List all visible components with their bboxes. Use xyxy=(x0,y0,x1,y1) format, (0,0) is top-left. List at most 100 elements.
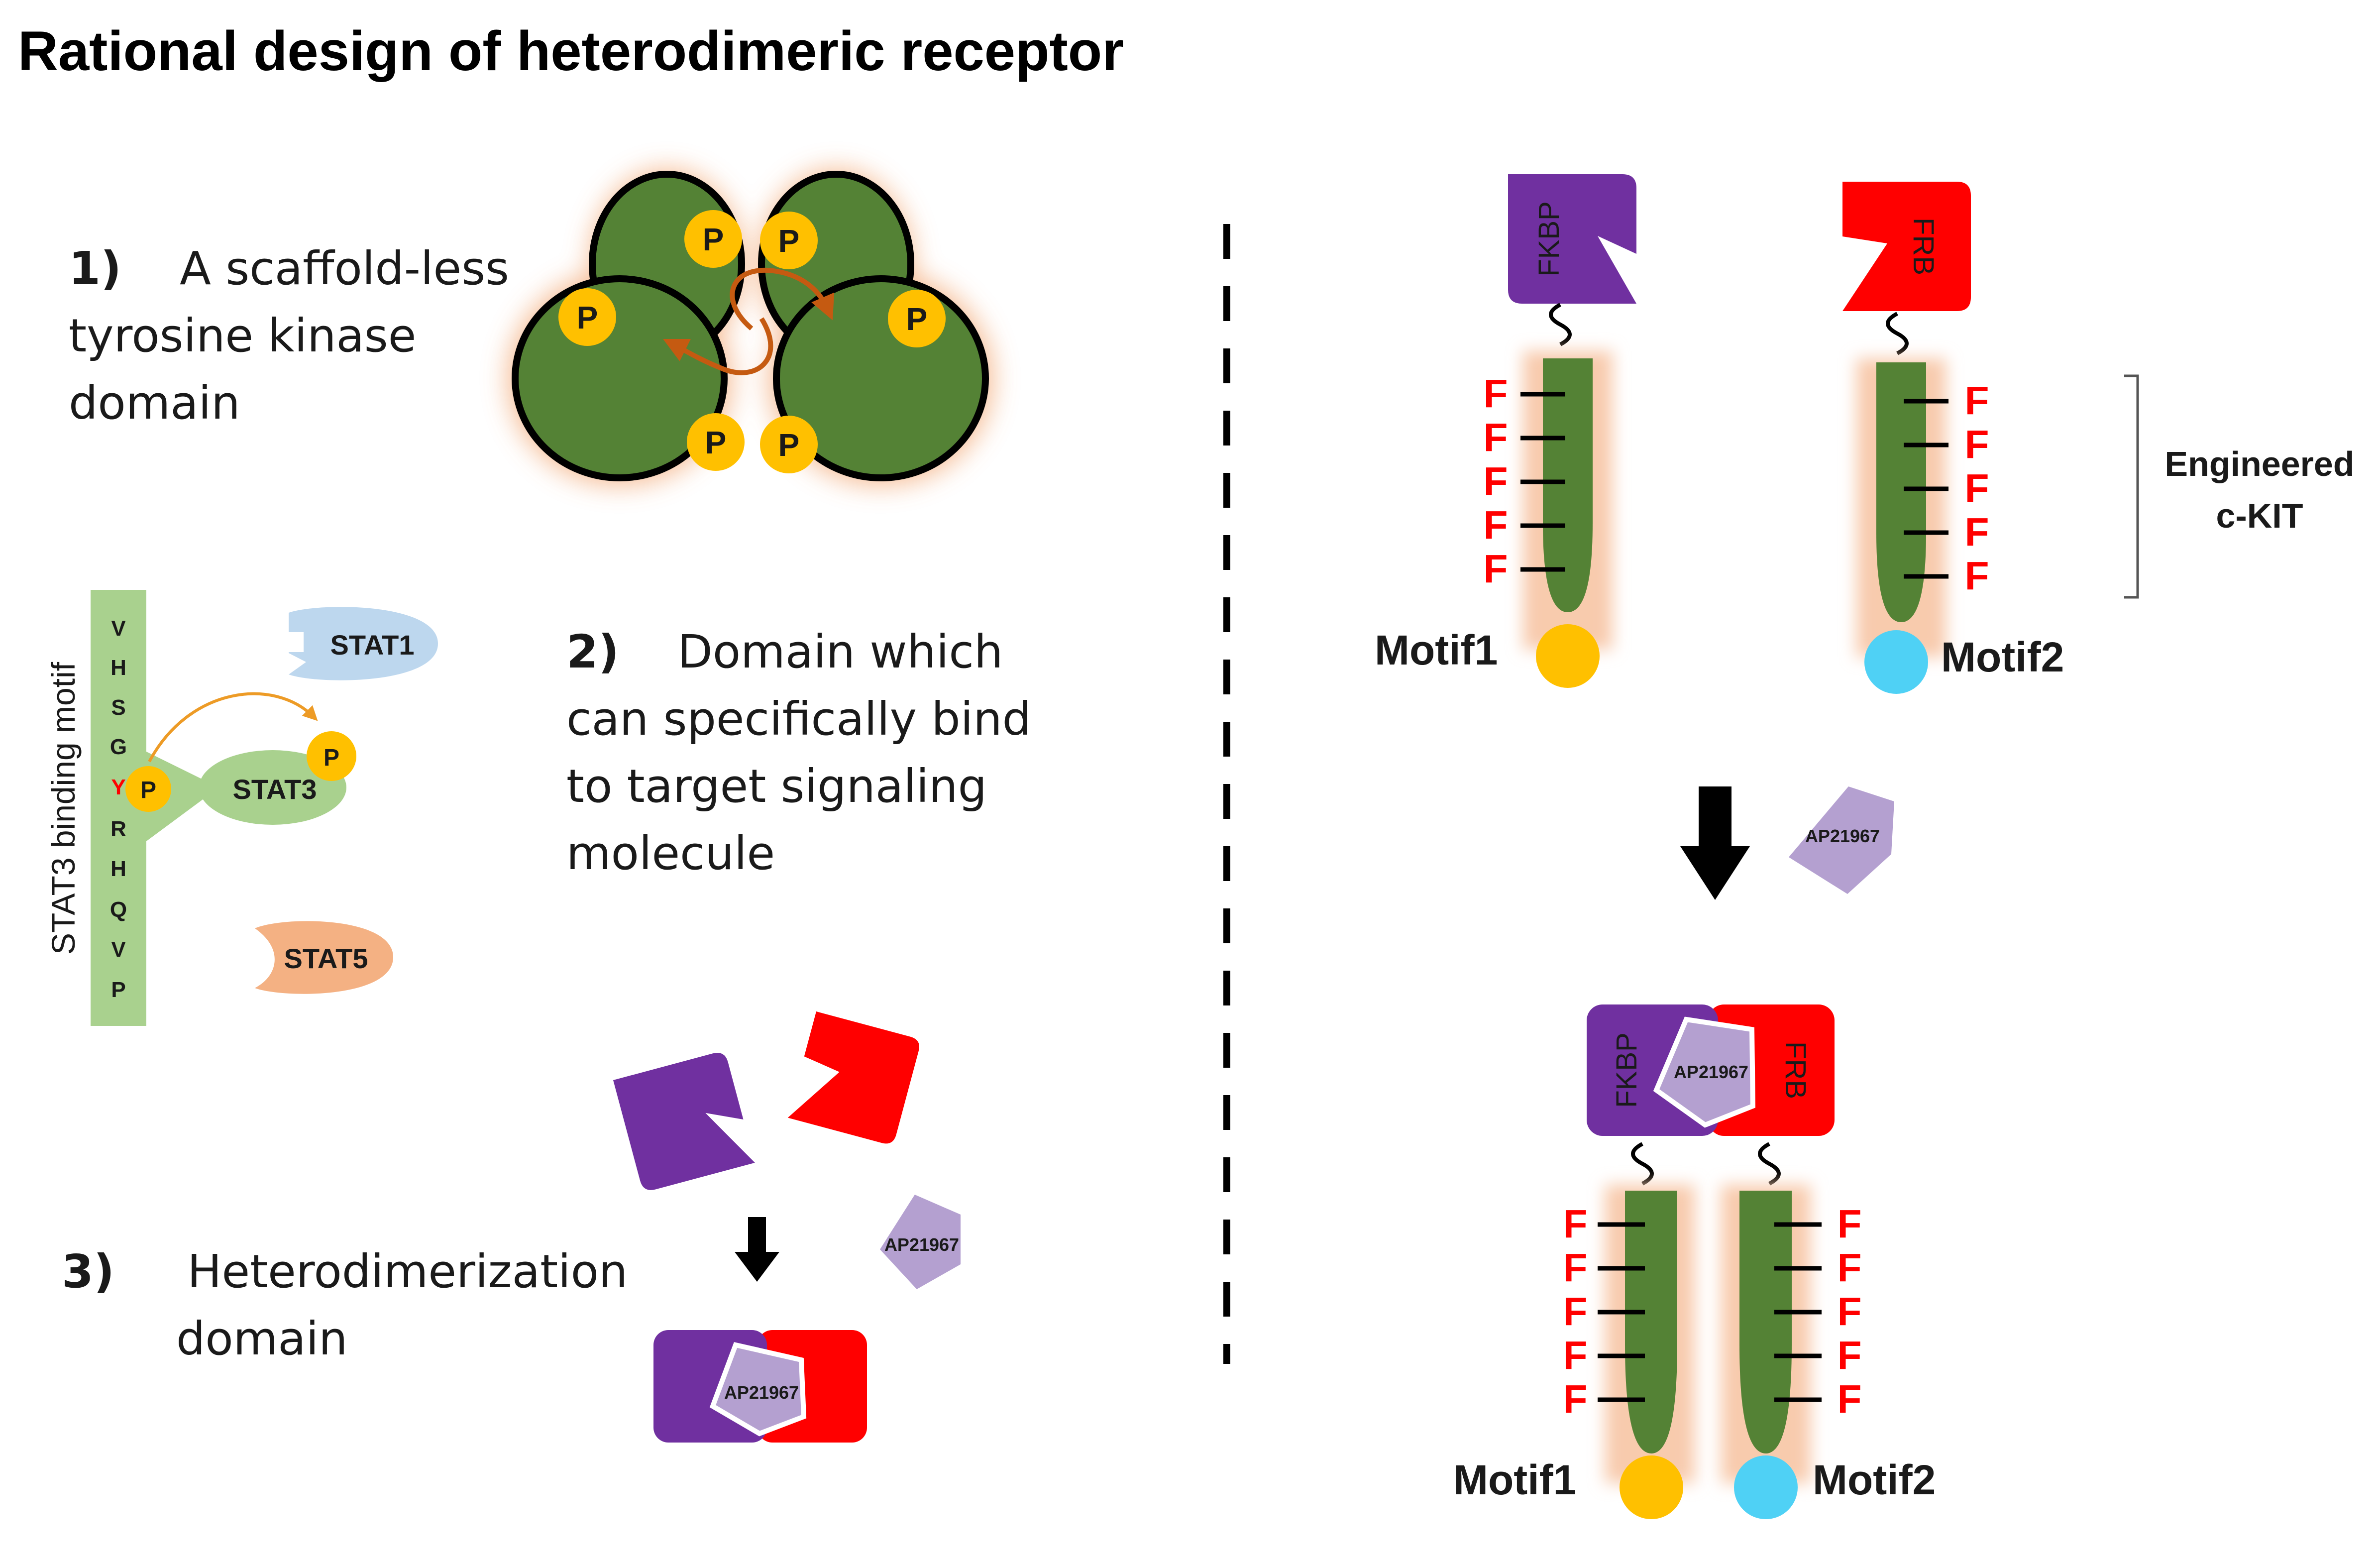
kinase-tail xyxy=(1625,1191,1677,1453)
motif1-label: Motif1 xyxy=(1453,1456,1577,1503)
ap21967-ligand-bound: AP21967 xyxy=(1653,1016,1756,1128)
engineered-bracket xyxy=(2124,374,2139,599)
section2-number: 2) xyxy=(566,625,620,678)
section2-line: Domain which xyxy=(677,625,1003,678)
svg-text:P: P xyxy=(705,425,727,460)
frb-label: FRB xyxy=(1779,1041,1812,1099)
mutation-label: F xyxy=(1838,1245,1862,1290)
section1-number: 1) xyxy=(69,242,122,295)
phosphate-group: P xyxy=(760,212,818,269)
stat3-protein xyxy=(199,750,346,825)
mutation-label: F xyxy=(1484,503,1508,547)
phosphate-group: P xyxy=(888,290,946,347)
heterodimerization-illustration: AP21967 AP21967 xyxy=(613,1011,961,1443)
mutation-label: F xyxy=(1563,1202,1588,1246)
down-arrow-small xyxy=(735,1217,779,1282)
motif-residue-highlighted: Y xyxy=(111,775,125,799)
mutation-label: F xyxy=(1484,459,1508,503)
engineered-ckit-label: Engineered c-KIT xyxy=(2155,438,2364,542)
motif-residue: V xyxy=(111,616,126,641)
svg-text:AP21967: AP21967 xyxy=(884,1234,959,1255)
svg-text:P: P xyxy=(577,300,598,335)
mutation-label: F xyxy=(1563,1333,1588,1377)
mutation-label: F xyxy=(1838,1377,1862,1421)
section2-line: molecule xyxy=(566,827,775,880)
mutation-label: F xyxy=(1563,1377,1588,1421)
receptor-monomers: FKBP FRB xyxy=(1508,174,2139,694)
phospho-transfer-arrow xyxy=(148,692,318,763)
mutation-label: F xyxy=(1965,378,1989,423)
svg-text:P: P xyxy=(778,223,800,259)
mutation-label: F xyxy=(1965,422,1989,466)
motif-axis-label: STAT3 binding motif xyxy=(45,662,82,955)
frb-domain-free xyxy=(787,1011,922,1146)
mutation-label: F xyxy=(1484,371,1508,416)
receptor-dimer: FRB FKBP AP21967 xyxy=(1587,1004,1835,1519)
stat1-label: STAT1 xyxy=(330,629,414,661)
mutation-label: F xyxy=(1838,1289,1862,1334)
motif-residue: V xyxy=(111,937,126,962)
phosphate-group: P xyxy=(125,766,171,812)
svg-text:P: P xyxy=(140,777,156,803)
motif-residue: G xyxy=(110,735,127,759)
fkbp-domain-free xyxy=(613,1050,755,1193)
page-title: Rational design of heterodimeric recepto… xyxy=(18,20,1124,82)
mutation-label: F xyxy=(1484,415,1508,459)
svg-text:AP21967: AP21967 xyxy=(724,1382,799,1403)
linker xyxy=(1549,303,1572,346)
svg-text:P: P xyxy=(778,427,800,463)
phosphate-group: P xyxy=(684,210,742,268)
mutation-label: F xyxy=(1484,547,1508,591)
section1-line: tyrosine kinase xyxy=(69,309,417,362)
motif-residue: H xyxy=(110,857,126,881)
mutation-label: F xyxy=(1838,1202,1862,1246)
section2-line: can specifically bind xyxy=(566,692,1031,746)
phosphate-group: P xyxy=(558,288,616,346)
kinase-tail xyxy=(1739,1191,1792,1453)
mutation-label: F xyxy=(1965,510,1989,554)
kinase-tail xyxy=(1876,362,1926,622)
section3-line: Heterodimerization xyxy=(187,1245,628,1298)
mutation-label: F xyxy=(1965,554,1989,598)
trans-phosphorylation-arrow-1 xyxy=(730,268,835,331)
svg-text:AP21967: AP21967 xyxy=(1805,826,1880,846)
stat3-binding-illustration: STAT3 binding motif V H S G Y R H Q V P … xyxy=(45,590,438,1026)
motif-residue: H xyxy=(110,656,126,680)
motif-residue: Q xyxy=(110,897,127,922)
fkbp-label: FKBP xyxy=(1611,1032,1643,1108)
phosphate-group: P xyxy=(760,416,818,473)
motif1-circle xyxy=(1536,624,1600,688)
svg-text:AP21967: AP21967 xyxy=(1674,1062,1748,1082)
svg-text:P: P xyxy=(703,222,724,257)
motif1-circle xyxy=(1620,1455,1683,1519)
fkbp-label: FKBP xyxy=(1533,201,1565,277)
section1-text: 1) A scaffold-less tyrosine kinase domai… xyxy=(69,235,509,437)
stat3-label: STAT3 xyxy=(232,774,317,805)
section2-text: 2) Domain which can specifically bind to… xyxy=(566,618,1031,887)
ap21967-ligand-free: AP21967 xyxy=(1789,786,1894,894)
motif-residues: V H S G Y R H Q V P xyxy=(110,616,127,1002)
motif-residue: P xyxy=(111,978,125,1002)
frb-label: FRB xyxy=(1907,218,1940,275)
mutation-label: F xyxy=(1965,466,1989,510)
linker xyxy=(1886,312,1909,355)
phosphate-group: P xyxy=(307,731,356,781)
phosphate-group: P xyxy=(687,413,745,471)
motif2-label: Motif2 xyxy=(1813,1456,1936,1503)
motif2-label: Motif2 xyxy=(1941,634,2064,680)
kinase-dimer-illustration: P P P P P P xyxy=(508,169,993,485)
section2-line: to target signaling xyxy=(566,760,987,813)
section1-line: A scaffold-less xyxy=(180,242,509,295)
section3-line: domain xyxy=(176,1312,348,1365)
svg-text:P: P xyxy=(906,301,928,337)
section3-number: 3) xyxy=(62,1245,115,1298)
svg-text:P: P xyxy=(324,745,339,771)
stat5-protein xyxy=(255,921,393,994)
fkbp-domain xyxy=(1508,174,1636,304)
ap21967-ligand-bound: AP21967 xyxy=(709,1342,807,1437)
stat1-protein xyxy=(289,607,438,680)
linker xyxy=(1631,1142,1654,1186)
